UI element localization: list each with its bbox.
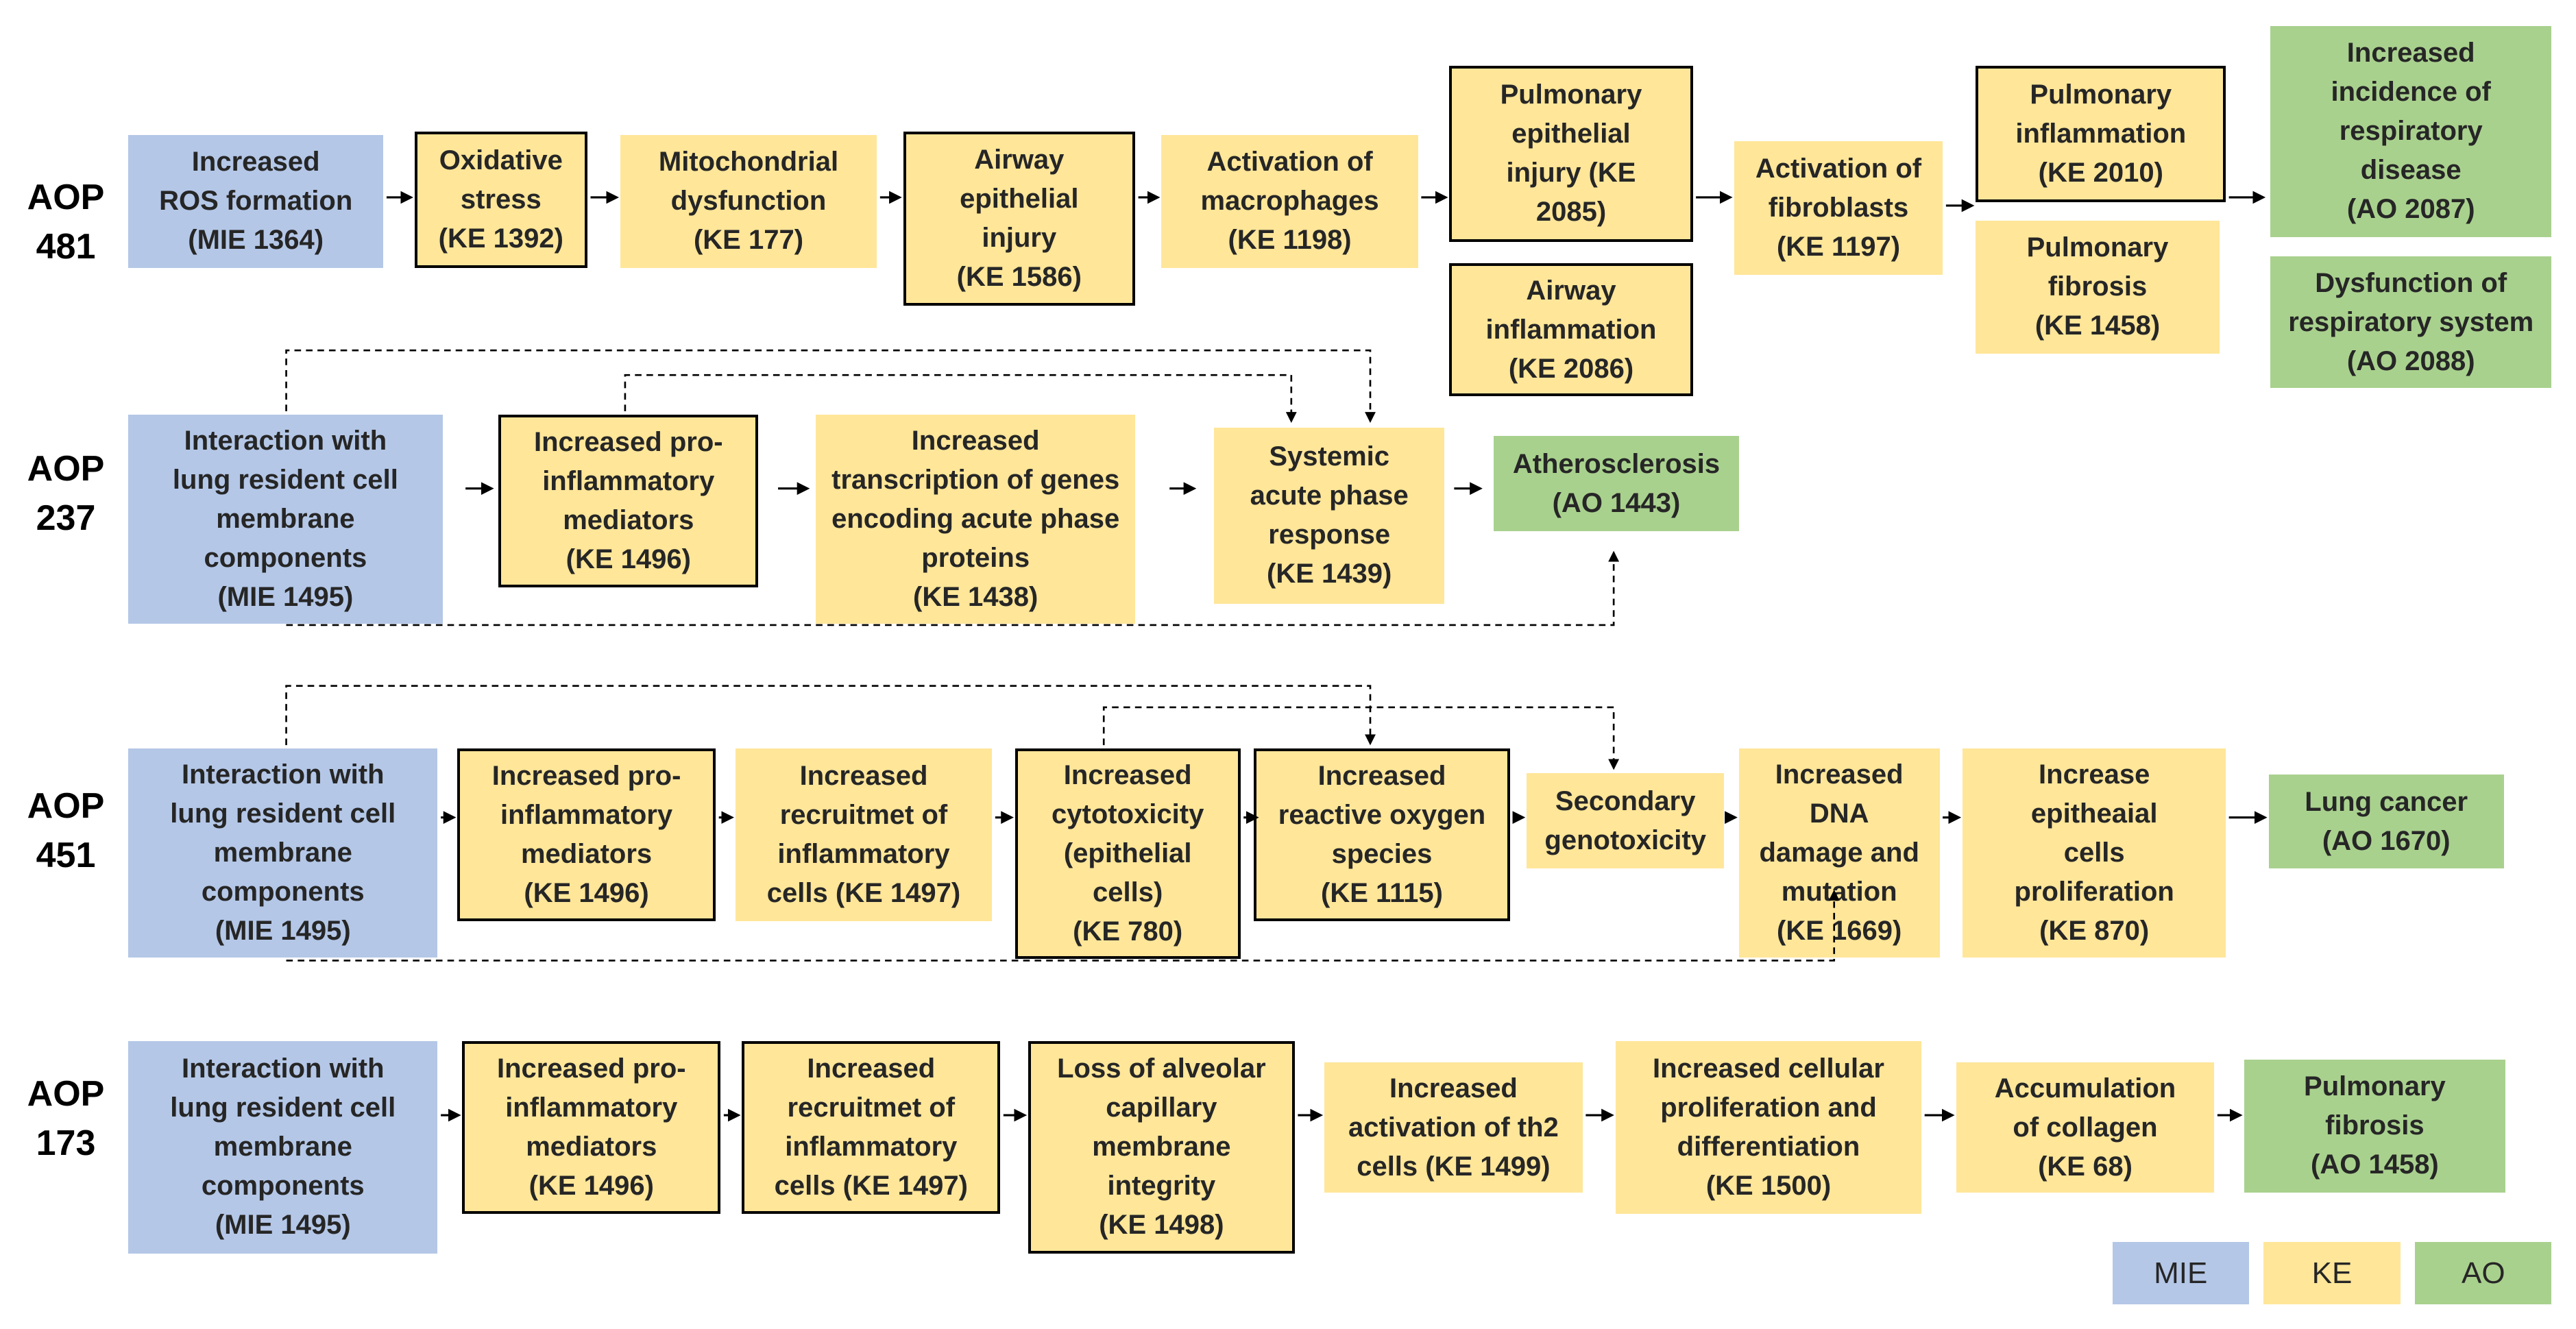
ke-box-a481-ke2085: Pulmonary epithelial injury (KE 2085) — [1449, 66, 1693, 242]
ke-box-a237-ke1439: Systemic acute phase response (KE 1439) — [1214, 428, 1445, 604]
ao-box-a481-ao2087: Increased incidence of respiratory disea… — [2270, 26, 2552, 237]
ao-box-a173-ao1458: Pulmonary fibrosis (AO 1458) — [2244, 1059, 2506, 1193]
aop-label: AOP 451 — [27, 786, 105, 875]
ke-box-a451-ke1497: Increased recruitmet of inflammatory cel… — [735, 748, 993, 921]
legend-ke: KE — [2263, 1242, 2401, 1305]
ke-box-a173-ke1498: Loss of alveolar capillary membrane inte… — [1028, 1041, 1295, 1254]
mie-box-a451-mie: Interaction with lung resident cell memb… — [128, 748, 438, 958]
ke-box-a481-ke1392: Oxidative stress (KE 1392) — [414, 132, 587, 269]
ao-box-a237-ao1443: Atherosclerosis (AO 1443) — [1494, 436, 1739, 532]
mie-box-a237-mie: Interaction with lung resident cell memb… — [128, 414, 443, 624]
aop-label: AOP 173 — [27, 1074, 105, 1163]
legend-mie: MIE — [2112, 1242, 2249, 1305]
ke-box-a173-ke1499: Increased activation of th2 cells (KE 14… — [1324, 1062, 1583, 1193]
dashed-indirect-arrow — [285, 685, 1376, 746]
ke-box-a173-ke1500: Increased cellular proliferation and dif… — [1615, 1041, 1922, 1215]
ke-box-a237-ke1496: Increased pro- inflammatory mediators (K… — [498, 414, 759, 587]
ao-box-a451-ao1670: Lung cancer (AO 1670) — [2268, 775, 2504, 869]
dashed-indirect-arrow — [285, 349, 1376, 423]
ke-box-a451-ke1115: Increased reactive oxygen species (KE 11… — [1253, 748, 1511, 921]
aop-label: AOP 481 — [27, 178, 105, 267]
ke-box-a481-ke1586: Airway epithelial injury (KE 1586) — [903, 132, 1135, 306]
ke-box-a451-ke780: Increased cytotoxicity (epithelial cells… — [1014, 748, 1241, 960]
ke-box-a173-ke1496: Increased pro- inflammatory mediators (K… — [462, 1041, 721, 1215]
ke-box-a481-ke2010: Pulmonary inflammation (KE 2010) — [1976, 66, 2226, 203]
ke-box-a451-ke1496: Increased pro- inflammatory mediators (K… — [457, 748, 716, 921]
ke-box-a451-secgeno: Secondary genotoxicity — [1527, 773, 1725, 869]
ke-box-a451-ke870: Increase epitheaial cells proliferation … — [1963, 748, 2226, 958]
mie-box-a481-mie: Increased ROS formation (MIE 1364) — [128, 134, 384, 269]
ke-box-a481-ke2086: Airway inflammation (KE 2086) — [1449, 263, 1693, 397]
ao-box-a481-ao2088: Dysfunction of respiratory system (AO 20… — [2270, 256, 2552, 389]
ke-box-a481-ke177: Mitochondrial dysfunction (KE 177) — [620, 134, 877, 269]
ke-box-a173-ke1497: Increased recruitmet of inflammatory cel… — [742, 1041, 1001, 1215]
legend-ao: AO — [2415, 1242, 2552, 1305]
ke-box-a481-ke1197: Activation of fibroblasts (KE 1197) — [1734, 141, 1943, 275]
ke-box-a173-ke68: Accumulation of collagen (KE 68) — [1956, 1062, 2215, 1193]
ke-box-a481-ke1458: Pulmonary fibrosis (KE 1458) — [1976, 220, 2220, 354]
mie-box-a173-mie: Interaction with lung resident cell memb… — [128, 1041, 438, 1254]
ke-box-a481-ke1198: Activation of macrophages (KE 1198) — [1161, 134, 1418, 269]
aop-label: AOP 237 — [27, 449, 105, 538]
ke-box-a237-ke1438: Increased transcription of genes encodin… — [816, 414, 1135, 624]
ke-box-a451-ke1669: Increased DNA damage and mutation (KE 16… — [1738, 748, 1940, 958]
